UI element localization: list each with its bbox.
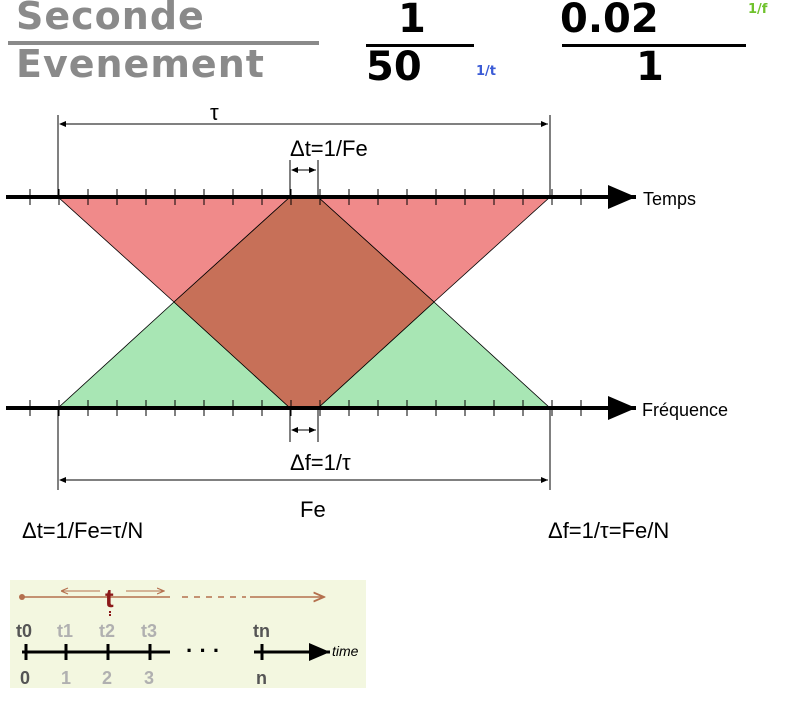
right-formula: Δf=1/τ=Fe/N — [548, 518, 669, 543]
label-t3: t3 — [141, 621, 157, 641]
fraction1-numerator: 1 — [398, 0, 426, 42]
dots-gap — [170, 646, 254, 658]
fraction2-exponent: 1/f — [748, 2, 768, 17]
label-2: 2 — [102, 668, 112, 688]
dots: · · · — [186, 638, 220, 663]
label-t1: t1 — [57, 621, 73, 641]
tau-label: τ — [210, 100, 219, 125]
fraction1-denominator: 50 — [366, 44, 422, 90]
left-formula: Δt=1/Fe=τ/N — [22, 518, 143, 543]
label-0: 0 — [20, 668, 30, 688]
time-axis-ticks — [24, 644, 264, 660]
dt-label: Δt=1/Fe — [290, 136, 368, 161]
df-label: Δf=1/τ — [290, 450, 351, 475]
label-n: n — [256, 668, 267, 688]
fraction2-denominator: 1 — [636, 44, 664, 90]
temps-axis-ticks — [29, 189, 611, 205]
header-divider-left — [8, 41, 319, 45]
timeline-inset — [10, 580, 366, 688]
frequence-axis-ticks — [29, 400, 611, 416]
t-label: t — [105, 583, 114, 613]
fraction1-bar — [366, 44, 474, 47]
fraction1-exponent: 1/t — [476, 64, 497, 79]
temps-label: Temps — [643, 189, 696, 209]
label-t0: t0 — [16, 621, 32, 641]
timeline-diagram: t · · · t0 t1 t2 t3 tn 0 1 2 3 n time — [16, 583, 359, 688]
word-seconde: Seconde — [16, 0, 205, 38]
fe-label: Fe — [300, 497, 326, 522]
label-t2: t2 — [99, 621, 115, 641]
time-frequency-diagram: τ Δt=1/Fe Temps Fréquence Δf=1/τ Fe Δt=1… — [6, 100, 728, 543]
fraction2-numerator: 0.02 — [560, 0, 659, 42]
fraction2-bar — [562, 44, 746, 47]
time-label: time — [332, 643, 359, 659]
label-3: 3 — [144, 668, 154, 688]
label-tn: tn — [253, 621, 270, 641]
word-evenement: Evenement — [16, 42, 265, 86]
label-1: 1 — [61, 668, 71, 688]
frequence-label: Fréquence — [642, 400, 728, 420]
